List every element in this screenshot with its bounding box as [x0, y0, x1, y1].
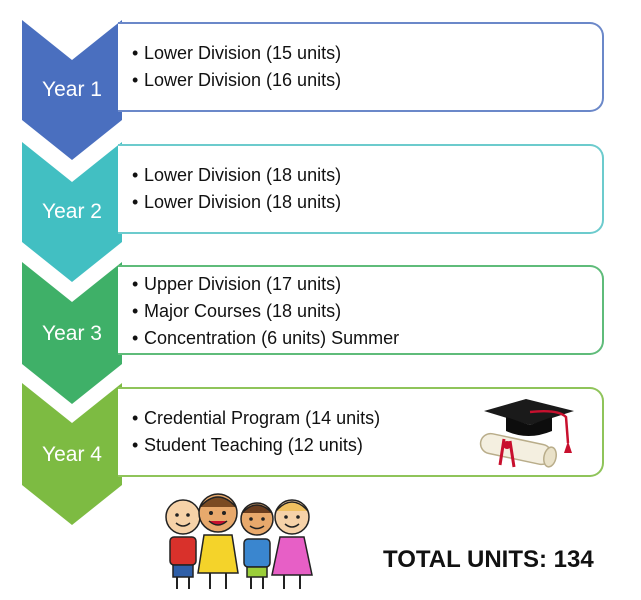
- bullet-icon: •: [132, 408, 139, 428]
- year-2-item-1: •Lower Division (18 units): [132, 164, 341, 186]
- year-4-chevron-polygon: [22, 383, 122, 525]
- year-1-item-2-text: Lower Division (16 units): [144, 70, 342, 90]
- kid-blue-icon: [240, 502, 274, 589]
- year-1-item-1: •Lower Division (15 units): [132, 42, 341, 64]
- kid-yellow-icon: [197, 493, 239, 589]
- year-4-item-1-text: Credential Program (14 units): [144, 408, 381, 428]
- kid-red-icon: [165, 499, 201, 589]
- year-4-item-2: •Student Teaching (12 units): [132, 434, 363, 456]
- year-2-chevron-polygon: [22, 142, 122, 282]
- year-4-label: Year 4: [42, 443, 102, 466]
- year-1-chevron-shape: [22, 20, 122, 160]
- year-3-chevron-shape: [22, 262, 122, 404]
- year-2-item-2: •Lower Division (18 units): [132, 191, 341, 213]
- total-units: TOTAL UNITS: 134: [383, 546, 594, 573]
- kids-illustration-icon: [165, 493, 313, 589]
- year-1-chevron: Year 1: [22, 20, 122, 160]
- year-4-item-1: •Credential Program (14 units): [132, 407, 380, 429]
- year-3-item-2: •Major Courses (18 units): [132, 300, 341, 322]
- year-1-chevron-polygon: [22, 20, 122, 160]
- bullet-icon: •: [132, 70, 139, 90]
- year-3-panel: •Upper Division (17 units) •Major Course…: [118, 265, 604, 355]
- year-1-label: Year 1: [42, 78, 102, 101]
- bullet-icon: •: [132, 435, 139, 455]
- bullet-icon: •: [132, 192, 139, 212]
- year-4-chevron-shape: [22, 383, 122, 525]
- year-1-panel: •Lower Division (15 units) •Lower Divisi…: [118, 22, 604, 112]
- kid-pink-icon: [271, 499, 313, 589]
- bullet-icon: •: [132, 274, 139, 294]
- year-4-chevron: Year 4: [22, 383, 122, 525]
- year-2-label: Year 2: [42, 200, 102, 223]
- year-3-chevron-polygon: [22, 262, 122, 404]
- graduation-cap-icon: [479, 399, 574, 468]
- year-2-panel: •Lower Division (18 units) •Lower Divisi…: [118, 144, 604, 234]
- year-2-chevron: Year 2: [22, 142, 122, 282]
- year-3-item-1-text: Upper Division (17 units): [144, 274, 342, 294]
- year-3-item-3: •Concentration (6 units) Summer: [132, 327, 399, 349]
- year-2-chevron-shape: [22, 142, 122, 282]
- diploma-icon: [479, 432, 557, 468]
- bullet-icon: •: [132, 328, 139, 348]
- bullet-icon: •: [132, 301, 139, 321]
- year-2-item-2-text: Lower Division (18 units): [144, 192, 342, 212]
- year-1-item-2: •Lower Division (16 units): [132, 69, 341, 91]
- year-2-item-1-text: Lower Division (18 units): [144, 165, 342, 185]
- year-3-item-3-text: Concentration (6 units) Summer: [144, 328, 400, 348]
- bullet-icon: •: [132, 43, 139, 63]
- year-3-label: Year 3: [42, 322, 102, 345]
- year-3-item-2-text: Major Courses (18 units): [144, 301, 342, 321]
- year-4-panel: •Credential Program (14 units) •Student …: [118, 387, 604, 477]
- year-1-item-1-text: Lower Division (15 units): [144, 43, 342, 63]
- year-3-chevron: Year 3: [22, 262, 122, 404]
- bullet-icon: •: [132, 165, 139, 185]
- year-3-item-1: •Upper Division (17 units): [132, 273, 341, 295]
- year-4-item-2-text: Student Teaching (12 units): [144, 435, 363, 455]
